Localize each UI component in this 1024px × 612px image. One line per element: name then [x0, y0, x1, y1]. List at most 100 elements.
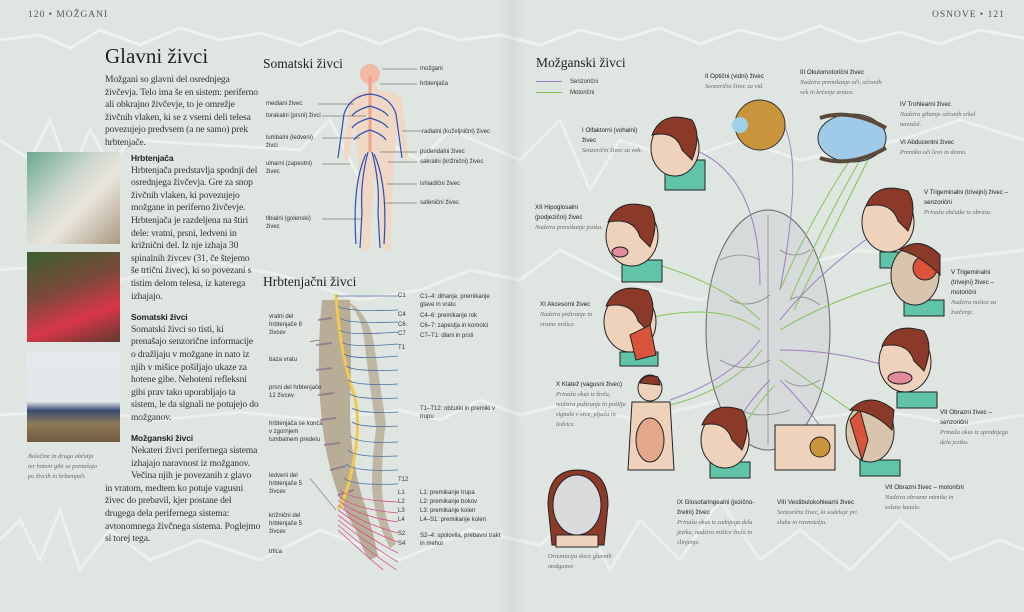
spinal-title: Hrbtenjačni živci — [263, 274, 357, 289]
label-radial-nerve: radialni (koželjnični) živec — [422, 129, 491, 135]
somatic-leader-lines — [318, 68, 422, 220]
cranial-title: Možganski živci — [536, 55, 626, 70]
nerve-label-xii-hypoglossal: XII Hipoglosalni (podjezični) živec Nadz… — [535, 203, 610, 233]
torso-vagus — [627, 374, 675, 471]
function-c4-6: C4–6: premikanje rok — [420, 313, 478, 319]
head-olfactory — [650, 116, 706, 191]
label-sciatic-nerve: ishiadični živec — [420, 181, 461, 187]
eyeball-illustration — [732, 99, 786, 151]
label-pudendal-nerve: pudendalni živec — [420, 149, 465, 155]
legend-label: Senzorični — [570, 78, 599, 85]
head-trigeminal-motor — [890, 243, 945, 317]
body-nervous-system-illustration — [337, 64, 409, 250]
function-c7-t1: C7–T1: dlani in prsti — [420, 333, 474, 339]
label-coccyx: trtica — [269, 549, 283, 555]
label-lumbar-nerves: lumbalni (ledveni) živci — [266, 135, 314, 149]
nerve-label-v-trigeminal-motor: V Trigeminalni (trivejni) živec – motori… — [951, 268, 1011, 318]
section-text: Somatski živci so tisti, ki prenašajo se… — [131, 323, 259, 423]
label-tibial-nerve: tibialni (golenski) živec — [266, 216, 311, 230]
section-spinal-cord: Hrbtenjača Hrbtenjača predstavlja spodnj… — [131, 152, 259, 303]
section-cranial-nerves: Možganski živci Nekateri živci periferne… — [131, 432, 259, 482]
legend-swatch — [536, 91, 562, 94]
eye-muscles-illustration — [817, 112, 887, 164]
nerve-name: XI Akcesorni živec — [540, 301, 591, 308]
nerve-description: Prinaša okus iz zadnjega dela jezika, na… — [677, 519, 753, 546]
section-text: Nekateri živci perifernega sistema izhaj… — [131, 445, 258, 482]
level-s4: S4 — [398, 541, 406, 547]
function-l3: L3: premikanje kolen — [420, 508, 476, 514]
label-ulnar-nerve: ulnarni (zapestni) živec — [266, 161, 313, 175]
section-heading: Možganski živci — [131, 433, 193, 444]
level-l1: L1 — [398, 490, 405, 496]
photo-children — [27, 252, 120, 342]
nerve-name: IX Glosofaringealni (jezično-žrelni) živ… — [677, 499, 755, 516]
label-thoracic-part: prsni del hrbtenjače 12 živcev — [269, 385, 322, 399]
section-somatic-nerves: Somatski živci Somatski živci so tisti, … — [131, 311, 259, 424]
orientation-caption: Orientacija skice glavnih možganov — [548, 553, 612, 570]
nerve-name: VI Abducentni živec — [900, 139, 955, 146]
label-sacral-part: križnični del hrbtenjače 5 živcev — [269, 513, 303, 535]
nerve-name: I Olfaktorni (vohalni) živec — [582, 127, 638, 144]
section-text: Hrbtenjača predstavlja spodnji del osred… — [131, 164, 258, 302]
nerve-label-vii-facial-sensory: VII Obrazni živec – senzorični Prinaša o… — [940, 408, 1012, 448]
intro-paragraph: Možgani so glavni del osrednjega živčevj… — [105, 74, 258, 148]
head-facial-motor — [845, 399, 901, 477]
nerve-label-viii-vestibulocochlear: VIII Vestibulokohlearni živec Senzorični… — [777, 498, 867, 528]
head-hypoglossal — [605, 203, 663, 283]
label-cord-end: hrbtenjača se konča v zgornjem lumbalnem… — [269, 421, 323, 443]
nerve-label-vi-abducens: VI Abducentni živec Premika oči levo in … — [900, 138, 990, 158]
label-median-nerve: mediani živec — [266, 101, 303, 107]
nerve-label-ix-glossopharyngeal: IX Glosofaringealni (jezično-žrelni) živ… — [677, 498, 761, 548]
label-neck-base: baza vratu — [269, 357, 298, 363]
heads — [547, 116, 945, 548]
legend-item-motor: Motorični — [536, 87, 598, 98]
nerve-description: Prinaša okus iz sprednjega dela jezika. — [940, 429, 1009, 446]
nerve-description: Nadzira obrazne mimike in solzne kanale. — [885, 494, 954, 511]
nerve-description: Premika oči levo in desno. — [900, 149, 967, 156]
function-s2-4: S2–4: spolovila, prebavni trakt in mehur — [420, 533, 501, 547]
legend: Senzorični Motorični — [536, 76, 598, 98]
head-facial-sensory — [878, 327, 938, 409]
legend-swatch — [536, 80, 562, 83]
photo-caption: Bolečine in druga občutja ter hoteni gib… — [28, 453, 98, 480]
function-t1-t12: T1–T12: občutki in premiki v trupu — [420, 406, 496, 420]
nerve-description: Senzorični živec, ki sodeluje pri sluhu … — [777, 509, 857, 526]
function-l2: L2: premikanje bokov — [420, 499, 478, 505]
somatic-title: Somatski živci — [263, 56, 343, 71]
nerve-description: Nadzira mišice za žvečenje. — [951, 299, 997, 316]
nerve-name: III Okulomotorični živec — [800, 69, 864, 76]
nerve-description: Prinaša okus iz žrela, nadzira požiranje… — [556, 391, 626, 428]
level-t12: T12 — [398, 477, 409, 483]
label-sacral-nerve: sakralni (križnični) živec — [420, 159, 484, 165]
section-cranial-nerves-continued: in vratom, medtem ko potuje vagusni žive… — [105, 482, 261, 545]
function-l1: L1: premikanje trupa — [420, 490, 475, 496]
book-gutter — [500, 0, 524, 612]
label-spinal-cord: hrbtenjača — [420, 81, 449, 87]
level-c7: C7 — [398, 331, 406, 337]
head-glossopharyngeal — [700, 406, 751, 479]
nerve-description: Prinaša občutke iz obraza. — [924, 209, 992, 216]
left-text-flow: Hrbtenjača Hrbtenjača predstavlja spodnj… — [105, 152, 260, 546]
nerve-label-iii-oculomotor: III Okulomotorični živec Nadzira premika… — [800, 68, 885, 98]
function-c6-7: C6–7: zapestja in komolci — [420, 323, 489, 329]
photo-leg-cast — [27, 152, 120, 244]
nerve-label-i-olfactory: I Olfaktorni (vohalni) živec Senzorični … — [582, 126, 652, 156]
label-cervical-part: vratni del hrbtenjače 8 živcev — [269, 314, 303, 336]
label-saphenous-nerve: safenični živec — [420, 200, 460, 206]
cranial-nerves-illustration — [547, 99, 945, 548]
spine-illustration — [310, 293, 399, 570]
nerve-label-v-trigeminal-sensory: V Trigeminalni (trivejni) živec – senzor… — [924, 188, 1008, 218]
level-c4: C4 — [398, 312, 406, 318]
level-c6: C6 — [398, 322, 406, 328]
section-heading: Somatski živci — [131, 312, 188, 323]
nerve-name: VII Obrazni živec – senzorični — [940, 409, 992, 426]
nerve-description: Senzorični živec za voh. — [582, 147, 643, 154]
nerve-name: XII Hipoglosalni (podjezični) živec — [535, 204, 583, 221]
function-c1-4: C1–4: dihanje, premikanje glave in vratu — [420, 294, 490, 308]
head-orientation-sketch — [547, 469, 609, 548]
nerve-name: IV Trohlearni živec — [900, 101, 951, 108]
level-l3: L3 — [398, 508, 405, 514]
label-brain: možgani — [420, 66, 443, 72]
ear-vestibulocochlear — [774, 424, 836, 471]
level-l4: L4 — [398, 517, 405, 523]
